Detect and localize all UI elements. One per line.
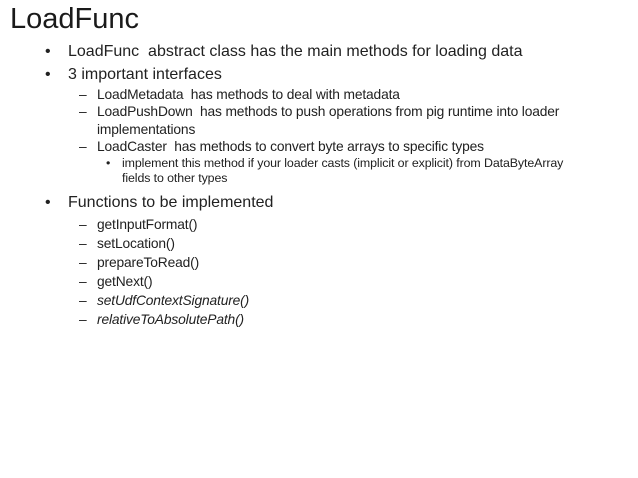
- dash-marker: –: [79, 87, 87, 102]
- bullet-text: relativeToAbsolutePath(): [97, 311, 244, 327]
- bullet-item-3-interfaces: • 3 important interfaces: [0, 64, 638, 87]
- bullet-item-relativetoabsolutepath: – relativeToAbsolutePath(): [0, 310, 638, 329]
- dash-marker: –: [79, 216, 87, 232]
- bullet-text: Functions to be implemented: [68, 194, 274, 212]
- bullet-text: 3 important interfaces: [68, 65, 222, 83]
- bullet-marker: •: [45, 194, 51, 212]
- dash-marker: –: [79, 235, 87, 251]
- bullet-text: LoadCaster has methods to convert byte a…: [97, 139, 484, 155]
- bullet-text: LoadMetadata has methods to deal with me…: [97, 87, 400, 102]
- bullet-text: setUdfContextSignature(): [97, 292, 250, 308]
- dash-marker: –: [79, 254, 87, 270]
- bullet-text: LoadFunc abstract class has the main met…: [68, 43, 523, 60]
- bullet-marker: •: [45, 65, 51, 83]
- bullet-item-loadpushdown: – LoadPushDown has methods to push opera…: [0, 103, 638, 138]
- bullet-marker: •: [45, 43, 51, 60]
- bullet-item-setudfcontextsignature: – setUdfContextSignature(): [0, 291, 638, 310]
- bullet-text: setLocation(): [97, 235, 175, 251]
- bullet-text: getInputFormat(): [97, 216, 198, 232]
- dash-marker: –: [79, 104, 87, 120]
- slide-body: • LoadFunc abstract class has the main m…: [0, 41, 638, 329]
- slide-title: LoadFunc: [10, 3, 139, 35]
- bullet-text: implement this method if your loader cas…: [122, 155, 567, 186]
- dash-marker: –: [79, 311, 87, 327]
- bullet-text: getNext(): [97, 273, 153, 289]
- bullet-item-getinputformat: – getInputFormat(): [0, 215, 638, 234]
- bullet-text: LoadPushDown has methods to push operati…: [97, 104, 563, 137]
- bullet-marker: •: [106, 155, 111, 170]
- bullet-item-preparetoread: – prepareToRead(): [0, 253, 638, 272]
- bullet-item-loadmetadata: – LoadMetadata has methods to deal with …: [0, 86, 638, 103]
- bullet-item-loadcaster: – LoadCaster has methods to convert byte…: [0, 138, 638, 155]
- bullet-text: prepareToRead(): [97, 254, 200, 270]
- bullet-item-implement-note: • implement this method if your loader c…: [0, 156, 638, 187]
- dash-marker: –: [79, 139, 87, 155]
- bullet-item-setlocation: – setLocation(): [0, 234, 638, 253]
- dash-marker: –: [79, 292, 87, 308]
- dash-marker: –: [79, 273, 87, 289]
- bullet-item-functions-header: • Functions to be implemented: [0, 192, 638, 215]
- bullet-item-getnext: – getNext(): [0, 272, 638, 291]
- bullet-item-loadfunc-abstract: • LoadFunc abstract class has the main m…: [0, 41, 638, 64]
